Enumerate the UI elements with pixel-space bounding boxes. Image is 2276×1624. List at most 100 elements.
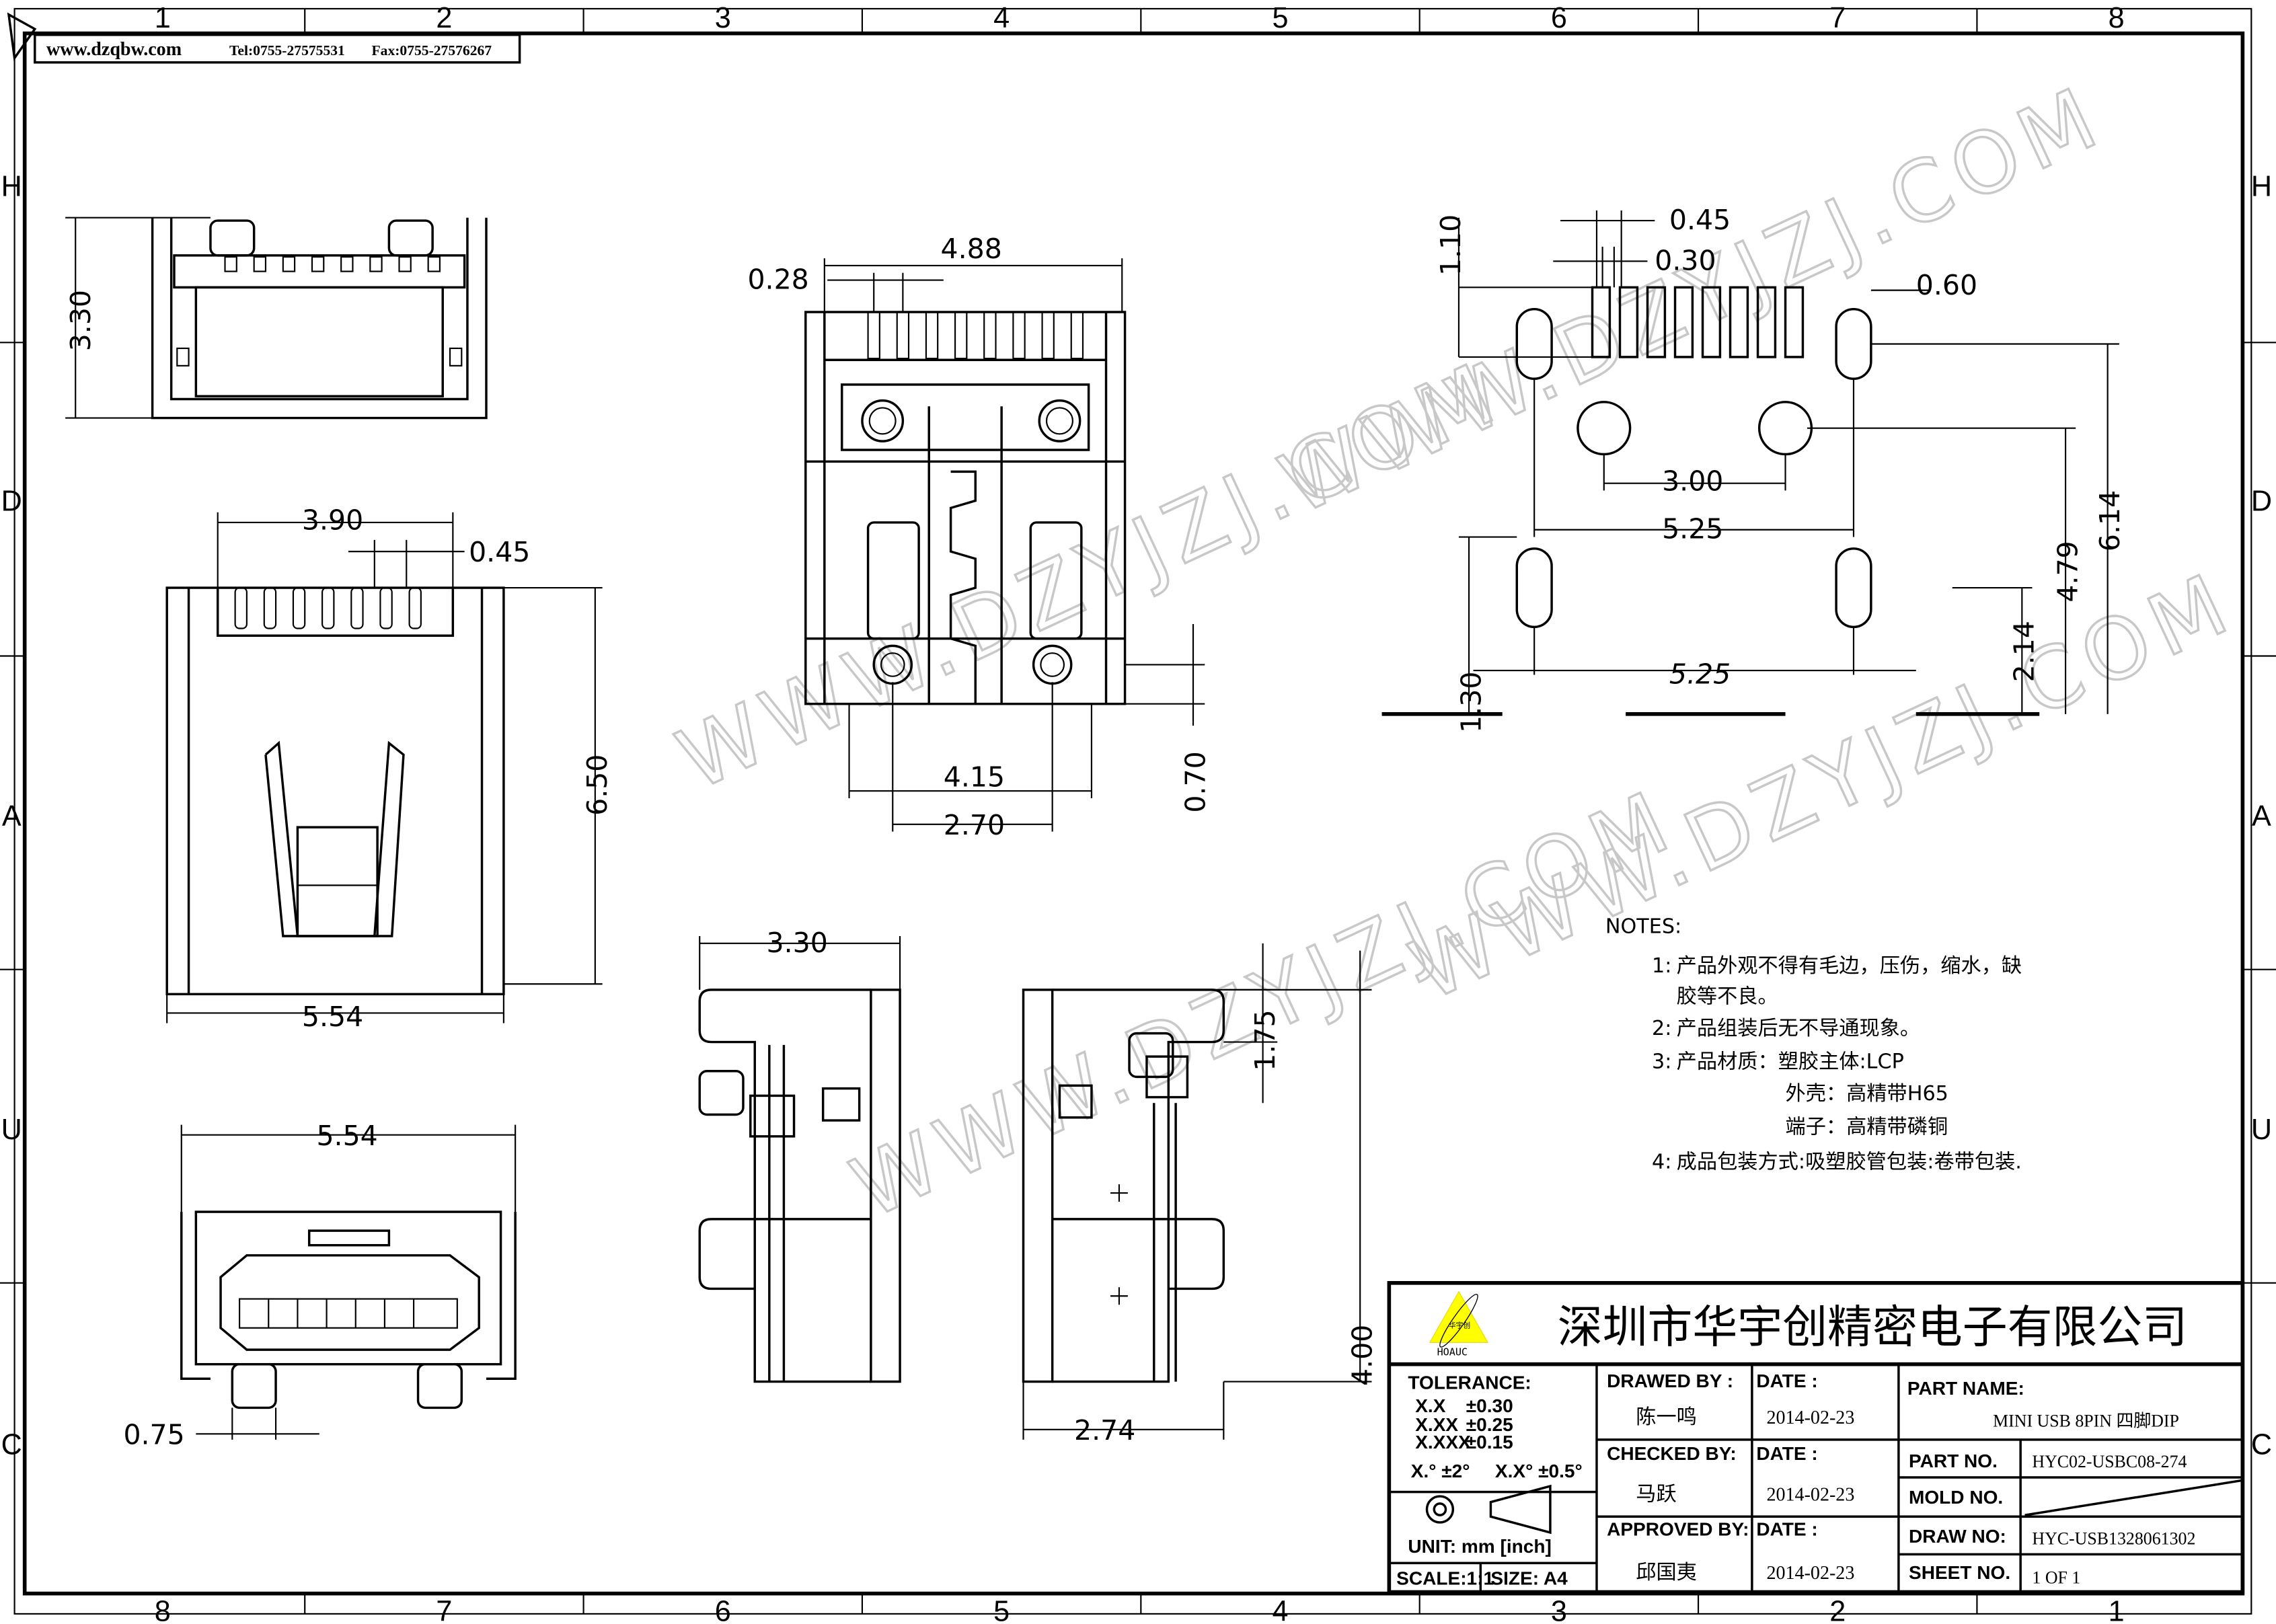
grid-label: 4	[1272, 1596, 1288, 1624]
grid-label: U	[2251, 1114, 2272, 1146]
dimension-label: 6.14	[2094, 490, 2126, 551]
dimension-label: 5.54	[302, 1001, 363, 1033]
angle-tolerance: X.X° ±0.5°	[1495, 1461, 1583, 1481]
drawn-by-label: DRAWED BY :	[1607, 1370, 1733, 1391]
tolerance-format: X.XX	[1415, 1414, 1458, 1435]
grid-label: 1	[2109, 1596, 2125, 1624]
tolerance-value: ±0.30	[1466, 1395, 1513, 1416]
tolerance-value: ±0.25	[1466, 1414, 1513, 1435]
notes-title: NOTES:	[1605, 915, 1681, 939]
note-number: 4:	[1652, 1150, 1671, 1173]
grid-label: H	[2251, 170, 2272, 202]
scale-label: SCALE:1:1	[1396, 1568, 1494, 1589]
approved-by-label: APPROVED BY:	[1607, 1518, 1749, 1539]
sheet-no-label: SHEET NO.	[1909, 1562, 2010, 1583]
date-label: DATE :	[1756, 1443, 1817, 1464]
dimension-label: 4.00	[1346, 1325, 1378, 1386]
note-number: 1:	[1652, 954, 1671, 978]
website-link[interactable]: www.dzqbw.com	[46, 39, 182, 60]
logo-text: HOAUC	[1437, 1346, 1468, 1358]
mold-no-label: MOLD NO.	[1909, 1487, 2003, 1508]
grid-label: 8	[2109, 2, 2125, 34]
grid-label: 7	[1829, 2, 1846, 34]
dimension-label: 3.00	[1662, 465, 1723, 497]
dimension-label: 3.30	[65, 290, 97, 351]
note-text: 胶等不良。	[1677, 984, 1778, 1008]
grid-label: 5	[1272, 2, 1288, 34]
checked-date: 2014-02-23	[1766, 1485, 1854, 1506]
header-contact: www.dzqbw.com Tel:0755-27575531 Fax:0755…	[34, 34, 521, 64]
tel-text: Tel:0755-27575531	[229, 42, 345, 59]
grid-label: 6	[715, 1596, 731, 1624]
grid-label: A	[2252, 800, 2271, 833]
grid-label: H	[1, 170, 22, 202]
dimension-label: 4.15	[944, 761, 1005, 794]
top-view: 3.90 0.45 6.50 5.54	[165, 504, 613, 1033]
approved-date: 2014-02-23	[1766, 1563, 1854, 1584]
note-text: 成品包装方式:吸塑胶管包装:卷带包装.	[1677, 1150, 2022, 1173]
drawn-by: 陈一鸣	[1636, 1405, 1697, 1429]
title-block: 华宇创 HOAUC 深圳市华宇创精密电子有限公司 TOLERANCE: X.X …	[1387, 1281, 2245, 1594]
left-side-view: 3.30	[698, 927, 901, 1383]
grid-label: 2	[1829, 1596, 1846, 1624]
grid-label: U	[1, 1114, 22, 1146]
company-name: 深圳市华宇创精密电子有限公司	[1558, 1301, 2187, 1353]
dimension-label: 1.10	[1435, 215, 1467, 276]
note-number: 3:	[1652, 1050, 1671, 1073]
angle-tolerance: X.° ±2°	[1411, 1461, 1470, 1481]
tolerance-label: TOLERANCE:	[1408, 1372, 1531, 1393]
dimension-label: 5.25	[1662, 513, 1723, 545]
grid-label: 6	[1551, 2, 1567, 34]
drawn-date: 2014-02-23	[1766, 1407, 1854, 1428]
date-label: DATE :	[1756, 1370, 1817, 1391]
dimension-label: 4.88	[940, 233, 1001, 265]
grid-label: D	[2251, 486, 2272, 518]
front-view: 3.30	[65, 217, 488, 420]
grid-label: C	[2251, 1428, 2272, 1461]
dimension-label: 1.30	[1455, 672, 1487, 733]
dimension-label: 0.28	[747, 263, 808, 295]
grid-label: 2	[436, 2, 452, 34]
dimension-label: 0.45	[469, 536, 530, 568]
checked-by: 马跃	[1636, 1483, 1676, 1506]
dimension-label: 0.75	[123, 1418, 184, 1451]
note-text: 产品外观不得有毛边，压伤，缩水，缺	[1677, 954, 2022, 978]
grid-label: A	[2, 800, 22, 833]
dimension-label: 1.75	[1249, 1009, 1281, 1071]
dimension-label: 0.70	[1179, 751, 1211, 812]
grid-label: 8	[155, 1596, 171, 1624]
grid-label: C	[1, 1428, 22, 1461]
dimension-label: 3.90	[302, 504, 363, 537]
draw-no-label: DRAW NO:	[1909, 1526, 2006, 1547]
pcb-layout-view: 0.45 0.30 0.60 1.10 3.00 5.25 5.25 6.14 …	[1381, 204, 2126, 733]
dimension-label: 2.74	[1074, 1414, 1135, 1446]
date-label: DATE :	[1756, 1518, 1817, 1539]
note-number: 2:	[1652, 1017, 1671, 1040]
fax-text: Fax:0755-27576267	[371, 42, 492, 59]
dimension-label: 3.30	[767, 927, 828, 959]
dimension-label: 0.30	[1655, 244, 1716, 276]
projection-symbol-icon	[1425, 1484, 1552, 1535]
grid-label: 7	[436, 1596, 452, 1624]
dimension-label: 0.45	[1669, 204, 1731, 236]
note-text: 产品材质：塑胶主体:LCP	[1677, 1050, 1904, 1073]
dimension-label: 0.60	[1916, 269, 1977, 301]
grid-label: 3	[1551, 1596, 1567, 1624]
dimension-label: 4.79	[2051, 541, 2084, 602]
part-name-label: PART NAME:	[1907, 1378, 2024, 1399]
grid-label: D	[1, 486, 22, 518]
size-label: SIZE: A4	[1490, 1568, 1568, 1589]
tolerance-value: ±0.15	[1466, 1432, 1513, 1453]
note-text: 产品组装后无不导通现象。	[1677, 1017, 1920, 1040]
grid-label: 4	[993, 2, 1010, 34]
grid-label: 1	[155, 2, 171, 34]
checked-by-label: CHECKED BY:	[1607, 1443, 1737, 1464]
grid-label: 5	[993, 1596, 1010, 1624]
grid-label: 3	[715, 2, 731, 34]
unit-label: UNIT: mm [inch]	[1408, 1536, 1551, 1557]
note-text: 外壳：高精带H65	[1786, 1082, 1948, 1106]
bottom-front-view: 5.54 0.75	[123, 1120, 517, 1451]
center-view: 4.88 0.28 4.15 2.70 0.70	[747, 233, 1211, 841]
